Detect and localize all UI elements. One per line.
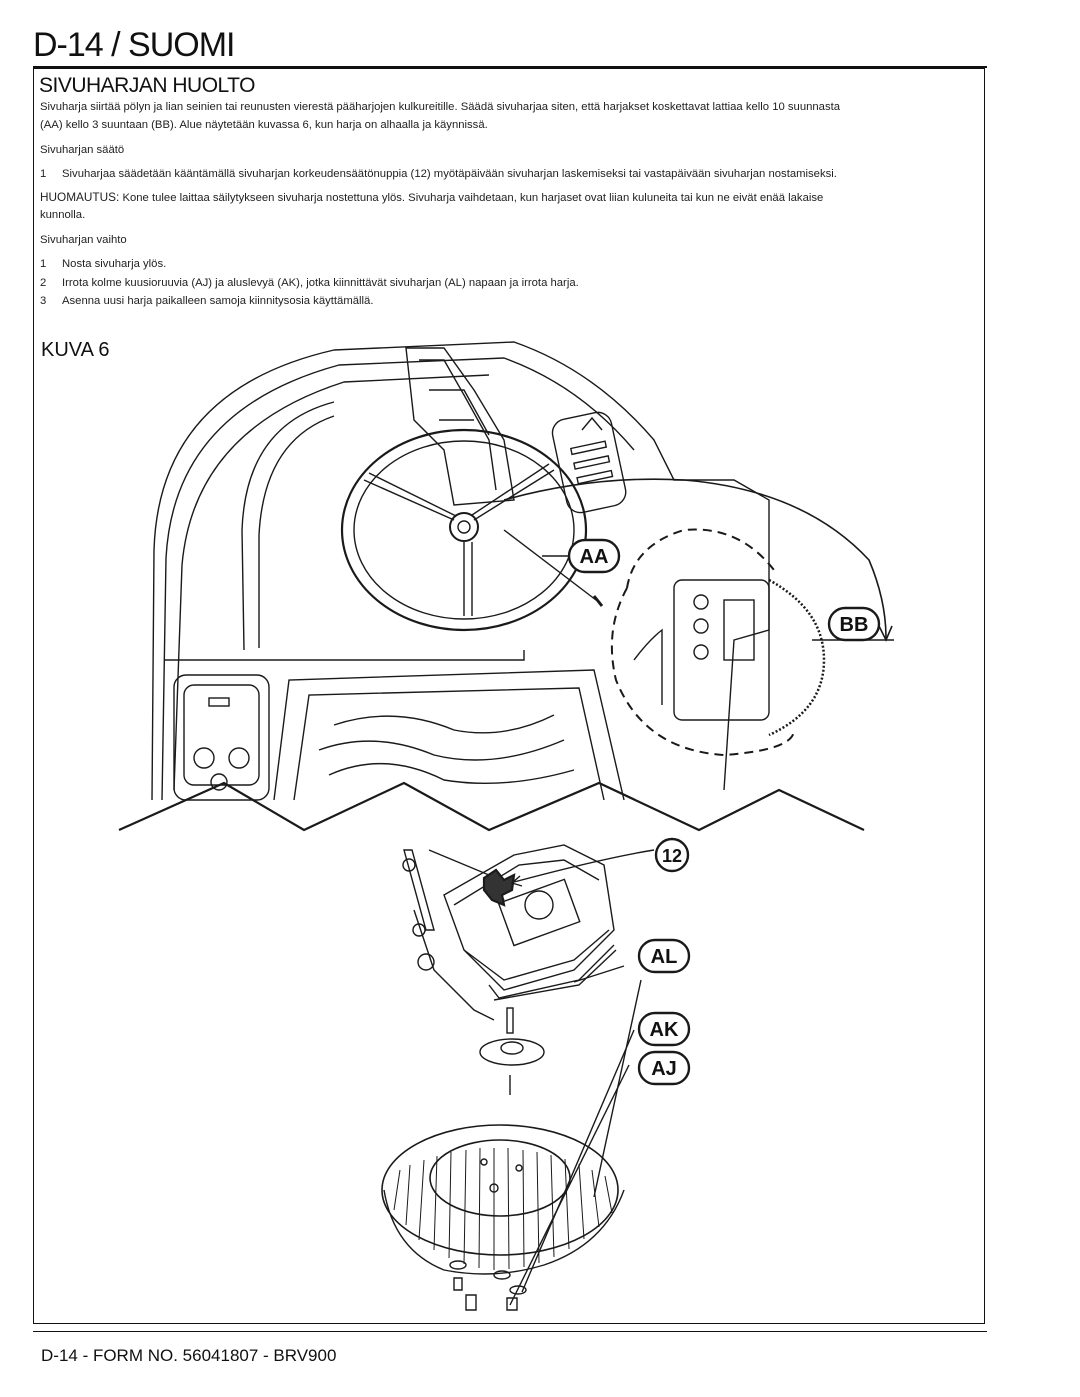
brush-motor-assembly (402, 844, 617, 1021)
callout-bb: BB (827, 606, 881, 642)
brush-housing-top (633, 578, 826, 737)
replace-step-2-number: 2 (40, 277, 47, 289)
side-brush-illustration: AA BB 12 (118, 341, 894, 1311)
screws-washers (449, 1260, 527, 1311)
callout-aj: AJ (637, 1050, 691, 1086)
steering-wheel (340, 428, 588, 632)
adjust-step-number: 1 (40, 168, 47, 180)
note-text-1: Kone tulee laittaa säilytykseen sivuharj… (122, 192, 824, 204)
callout-12-label: 12 (662, 846, 682, 866)
callout-ak-label: AK (650, 1019, 679, 1041)
height-adjust-knob (482, 868, 516, 907)
page-title: D-14 / SUOMI (33, 26, 235, 64)
replace-step-2: 2 Irrota kolme kuusioruuvia (AJ) ja alusl… (40, 275, 980, 292)
steering-column (405, 347, 515, 506)
callout-al-label: AL (651, 946, 678, 968)
callout-aa-label: AA (580, 546, 609, 568)
note-label: HUOMAUTUS: (40, 190, 120, 204)
callout-aa: AA (567, 538, 621, 574)
intro-line-1: Sivuharja siirtää pölyn ja lian seinien … (40, 101, 841, 113)
callout-ak: AK (637, 1011, 691, 1047)
adjust-step-text: Sivuharjaa säädetään kääntämällä sivuhar… (62, 168, 837, 180)
callout-aj-label: AJ (651, 1058, 677, 1080)
cut-line (118, 781, 865, 832)
aa-dashed-arc (610, 587, 795, 757)
footer-rule (33, 1331, 987, 1332)
adjust-heading: Sivuharjan säätö (40, 144, 125, 156)
title-rule (33, 66, 987, 68)
machine-shell (151, 341, 770, 801)
brush-hub (479, 1007, 545, 1095)
note-line-2: kunnolla. (40, 209, 86, 221)
section-title: SIVUHARJAN HUOLTO (39, 74, 255, 97)
callout-bb-label: BB (840, 614, 869, 636)
figure-title: KUVA 6 (41, 339, 110, 361)
replace-step-2-text: Irrota kolme kuusioruuvia (AJ) ja alusle… (62, 277, 579, 289)
replace-step-3: 3 Asenna uusi harja paikalleen samoja kii… (40, 293, 980, 310)
pedal (551, 411, 627, 514)
replace-heading: Sivuharjan vaihto (40, 234, 127, 246)
bb-arc (503, 478, 887, 639)
footer-text: D-14 - FORM NO. 56041807 - BRV900 (41, 1346, 337, 1365)
callout-al: AL (637, 938, 691, 974)
replace-step-1-number: 1 (40, 258, 47, 270)
note-line-1: HUOMAUTUS: Kone tulee laittaa säilytykse… (40, 189, 980, 207)
adjust-step: 1 Sivuharjaa säädetään kääntämällä sivuha… (40, 166, 980, 183)
intro-line-2: (AA) kello 3 suuntaan (BB). Alue näytetä… (40, 119, 488, 131)
replace-step-3-text: Asenna uusi harja paikalleen samoja kiin… (62, 295, 374, 307)
replace-step-1-text: Nosta sivuharja ylös. (62, 258, 167, 270)
callout-12: 12 (654, 837, 690, 873)
replace-step-1: 1 Nosta sivuharja ylös. (40, 256, 980, 273)
content-frame (33, 68, 985, 1324)
replace-step-3-number: 3 (40, 295, 47, 307)
